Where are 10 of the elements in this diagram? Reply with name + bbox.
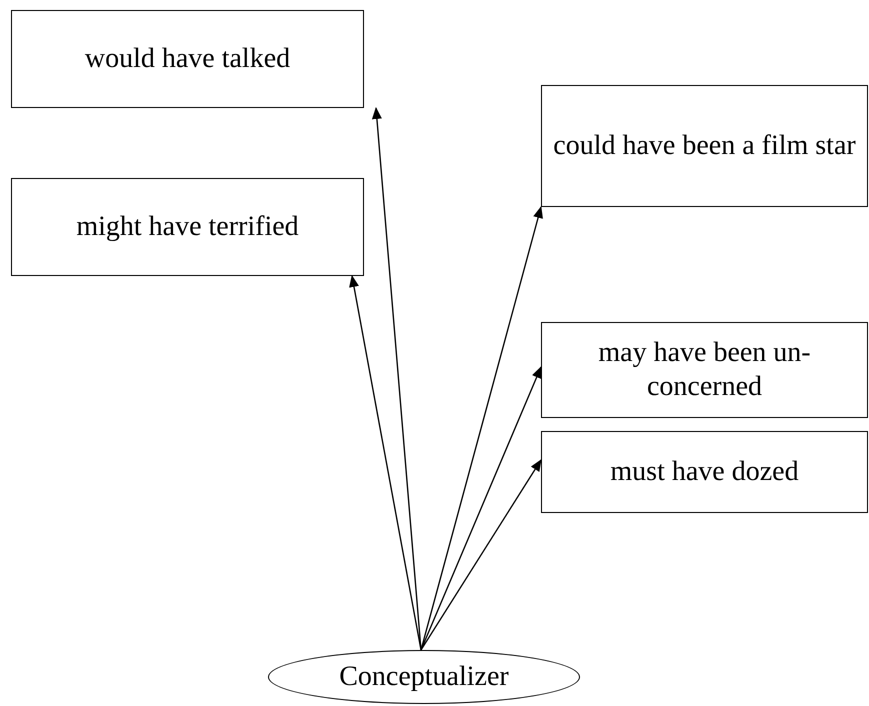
text-box: would have talked: [11, 10, 364, 108]
text-box: must have dozed: [541, 431, 868, 513]
text-box: may have been un- concerned: [541, 322, 868, 418]
arrow: [420, 459, 542, 650]
ellipse-node: Conceptualizer: [268, 650, 580, 704]
arrow: [420, 366, 542, 650]
arrow: [420, 206, 543, 650]
text-box: might have terrified: [11, 178, 364, 276]
text-box: could have been a film star: [541, 85, 868, 207]
arrow: [349, 275, 422, 650]
